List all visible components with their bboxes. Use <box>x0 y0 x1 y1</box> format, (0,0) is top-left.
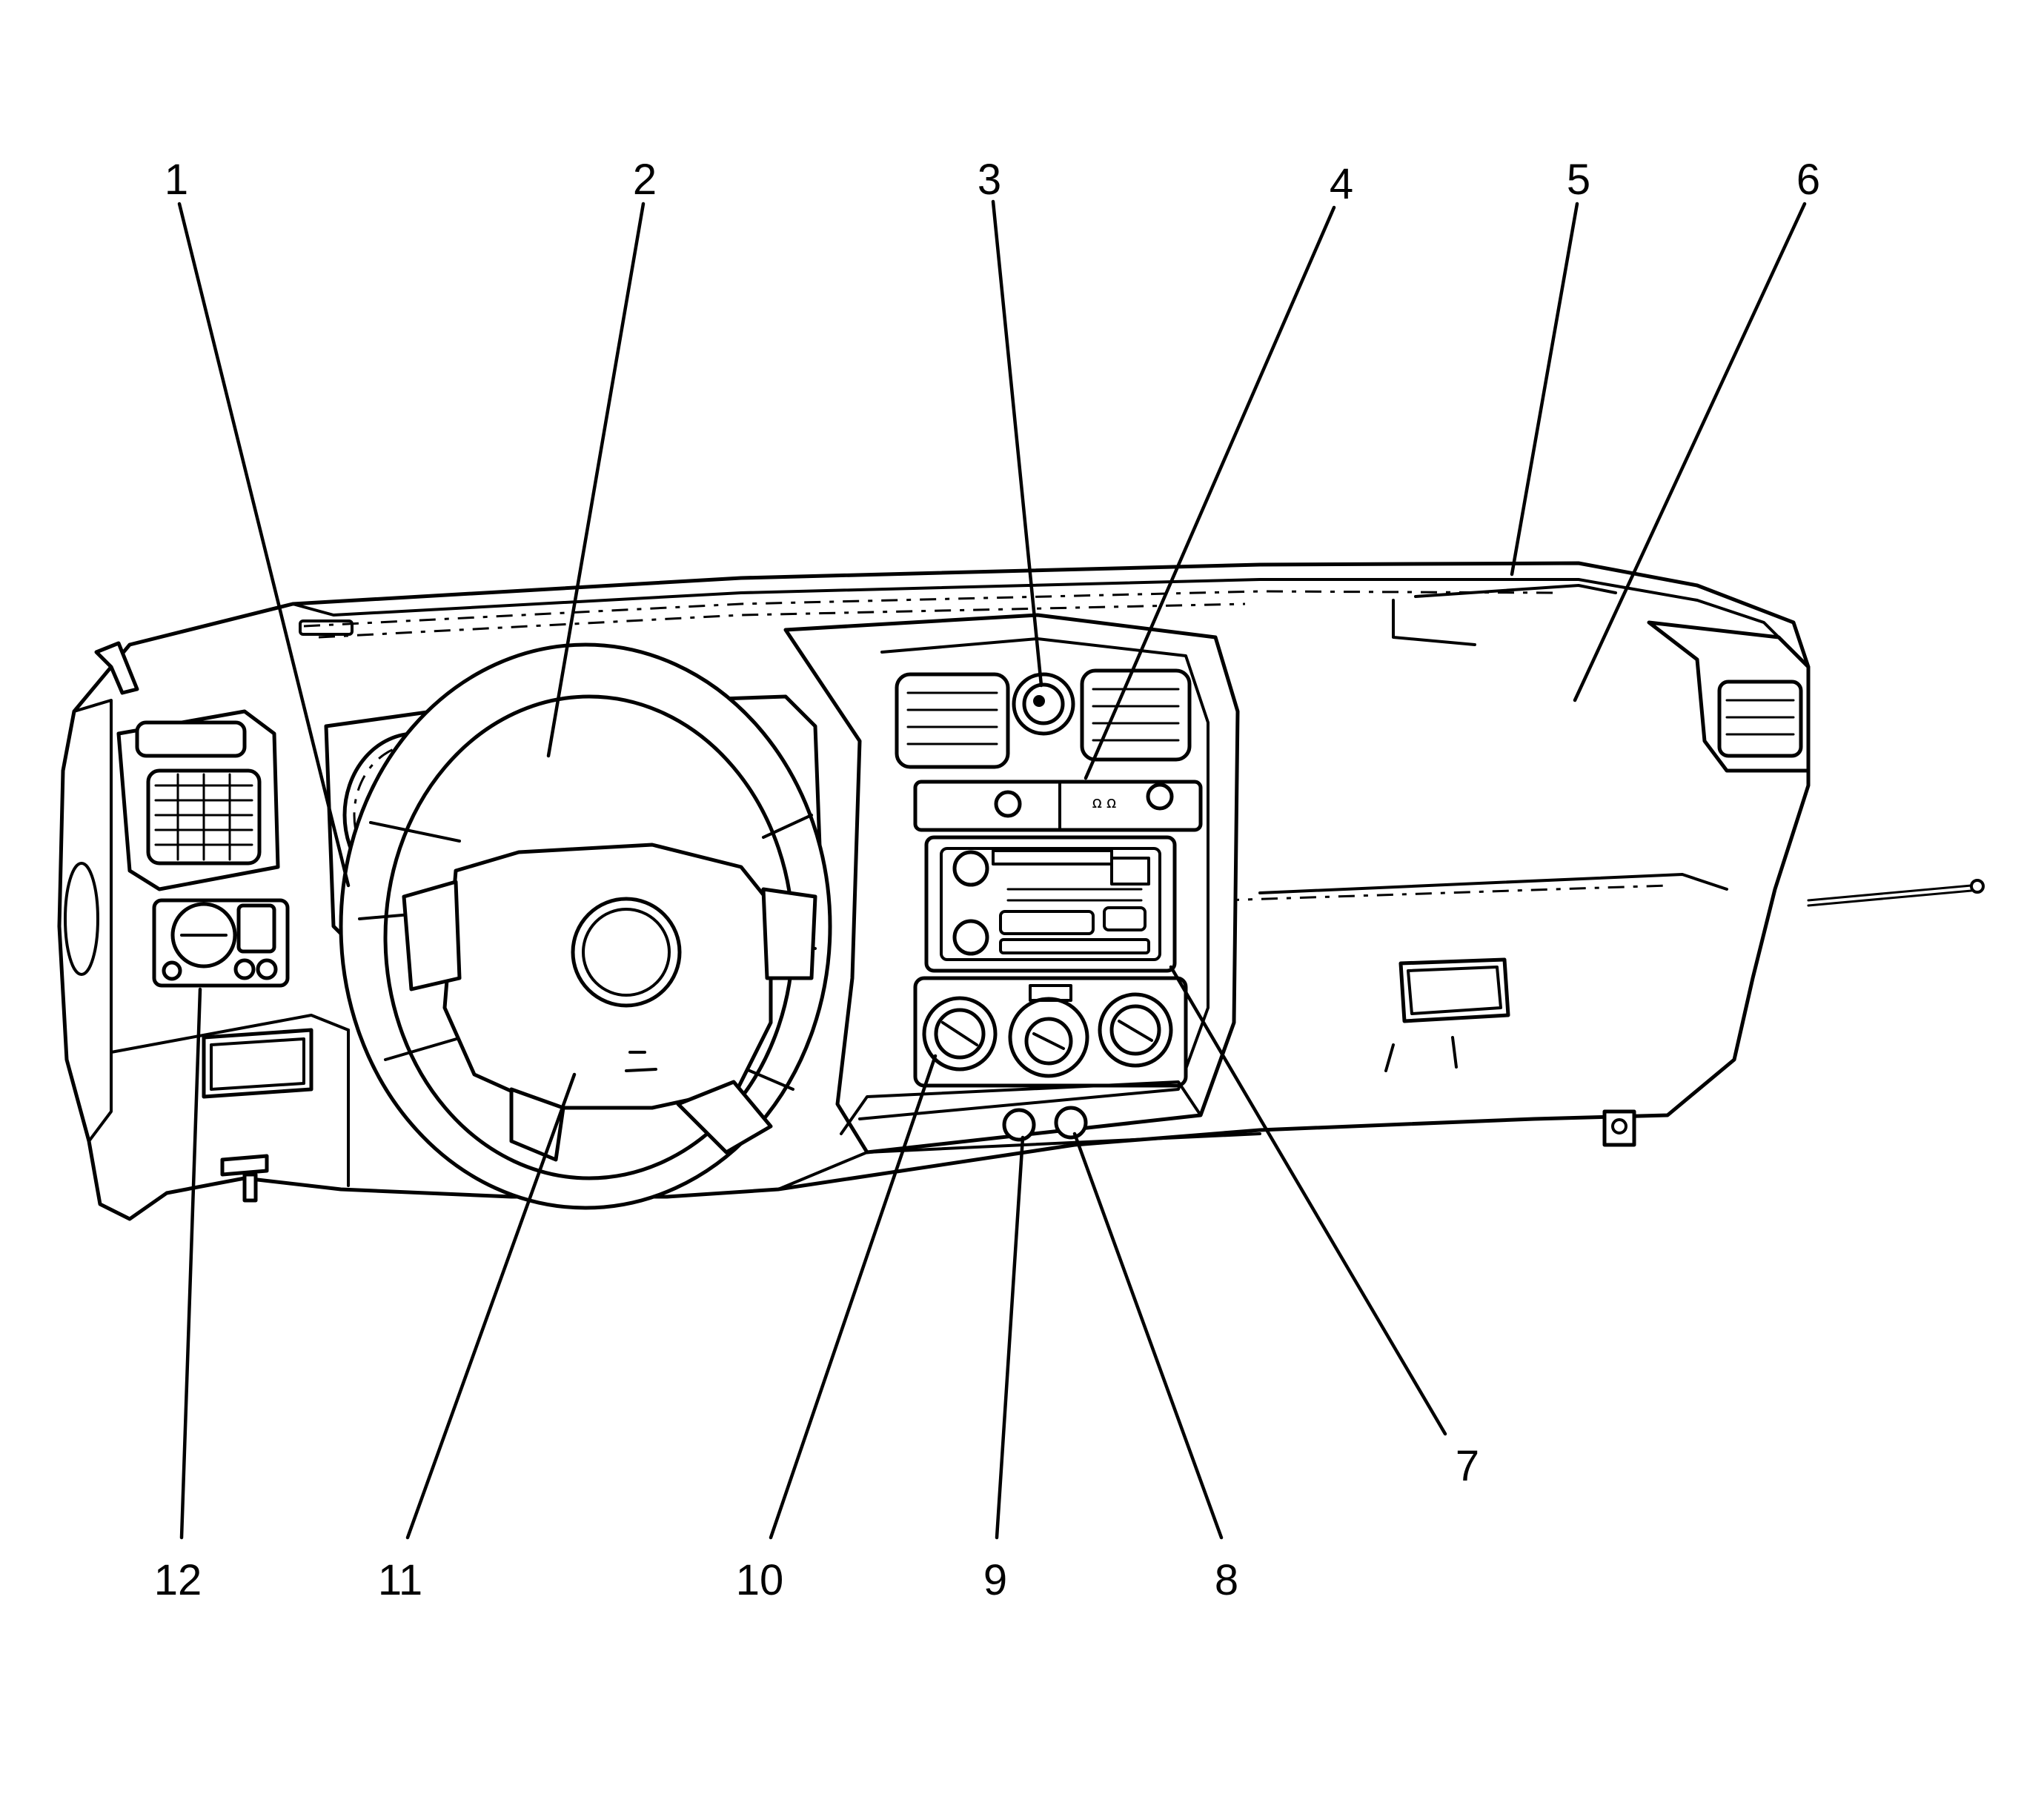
callout-7: 7 <box>1456 1442 1479 1490</box>
callout-2: 2 <box>633 156 657 204</box>
passenger-side <box>1384 584 1811 1072</box>
center-stack: ꭥ ꭥ <box>783 613 1240 1154</box>
accessory-outlet-left <box>1002 1108 1036 1142</box>
switch-bank <box>913 780 1203 832</box>
callout-labels: 1 2 3 4 5 6 7 8 9 10 11 12 <box>154 156 1820 1604</box>
glove-box-latch <box>1398 957 1510 1023</box>
svg-text:ꭥ ꭥ: ꭥ ꭥ <box>1092 793 1117 811</box>
leader-lines <box>177 199 1807 1540</box>
left-air-outlet <box>116 709 280 891</box>
callout-1: 1 <box>165 156 188 204</box>
headlamp-switch <box>152 898 290 988</box>
left-knee-pocket <box>202 1028 313 1099</box>
callout-12: 12 <box>154 1556 202 1604</box>
steering-wheel <box>339 642 832 1210</box>
callout-3: 3 <box>978 156 1001 204</box>
hvac-control <box>913 976 1188 1088</box>
callout-5: 5 <box>1567 156 1590 204</box>
callout-10: 10 <box>736 1556 784 1604</box>
callout-6: 6 <box>1796 156 1820 204</box>
callout-9: 9 <box>983 1556 1007 1604</box>
center-right-outlet <box>1080 668 1192 762</box>
center-left-outlet <box>895 672 1010 769</box>
callout-8: 8 <box>1215 1556 1238 1604</box>
callout-11: 11 <box>378 1556 422 1604</box>
accessory-outlet-right <box>1054 1106 1088 1140</box>
callout-4: 4 <box>1330 160 1353 208</box>
